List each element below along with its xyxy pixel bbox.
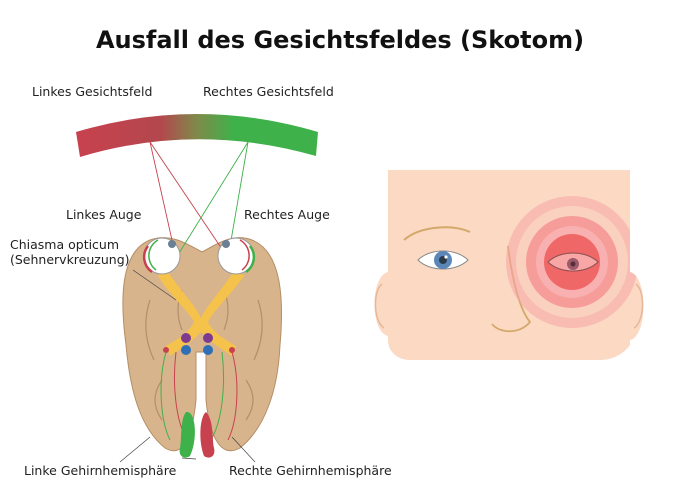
label-left-hemisphere: Linke Gehirnhemisphäre	[24, 463, 177, 478]
visual-field-arc	[76, 114, 318, 157]
left-visual-cortex	[179, 411, 195, 458]
left-eye	[142, 237, 181, 275]
label-right-eye: Rechtes Auge	[244, 207, 330, 222]
left-eyebrow	[403, 226, 471, 241]
right-visual-cortex	[200, 412, 215, 458]
label-right-visual-field: Rechtes Gesichtsfeld	[203, 84, 334, 99]
label-chiasma-line1: Chiasma opticum	[10, 237, 120, 252]
right-eye	[217, 237, 256, 275]
label-left-eye: Linkes Auge	[66, 207, 142, 222]
label-chiasma: Chiasma opticum (Sehnervkreuzung)	[10, 237, 130, 267]
label-left-visual-field: Linkes Gesichtsfeld	[32, 84, 153, 99]
page-title: Ausfall des Gesichtsfeldes (Skotom)	[95, 26, 585, 54]
face-left-eye	[417, 250, 469, 270]
label-chiasma-line2: (Sehnervkreuzung)	[10, 252, 130, 267]
face-right-eye	[547, 252, 599, 272]
label-right-hemisphere: Rechte Gehirnhemisphäre	[229, 463, 392, 478]
optic-pathway	[158, 268, 244, 356]
